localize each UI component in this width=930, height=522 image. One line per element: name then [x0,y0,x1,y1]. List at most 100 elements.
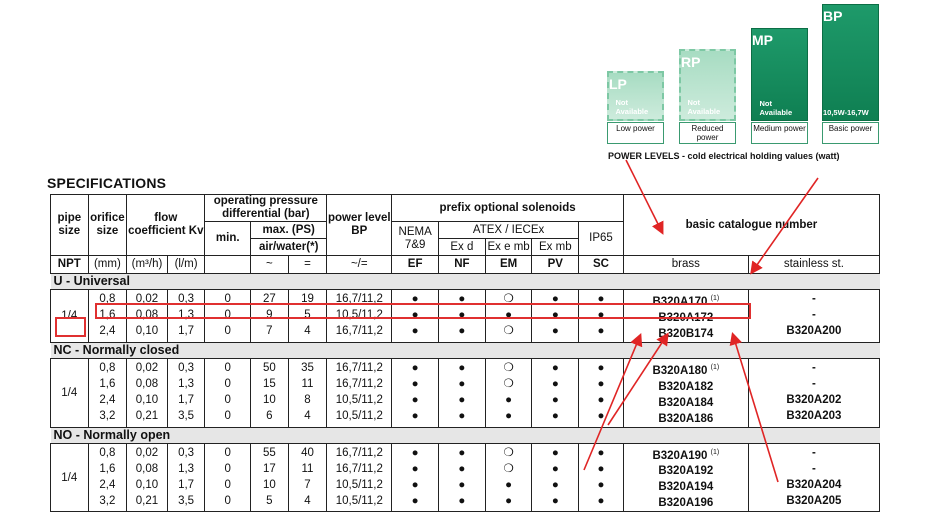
cell-value: 0 [224,462,231,475]
cell-value: 1,6 [99,462,116,475]
cell-value: ● [458,446,466,459]
cell-value: 9 [266,309,273,321]
cell-value: ● [411,325,419,337]
min-pressure-cell: 0 0 0 0 [204,442,252,513]
cell-value: ● [551,446,559,459]
cell-value: 10,5/11,2 [335,478,383,491]
cell-value: 3,2 [99,494,116,507]
section-header: U - Universal [50,273,880,290]
cell-value: 0,8 [99,293,116,305]
header-atex: ATEX / IECEx [438,221,580,239]
catalogue-number: B320A203 [786,409,842,422]
cell-value: ● [597,462,605,475]
cell-value: ● [458,325,466,337]
cell-value: 0,10 [135,478,159,491]
nf-cell: ●●● [438,289,486,343]
cell-value: 10 [262,393,276,406]
header-orifice-size: orifice size [87,194,128,256]
cell-value: 2,4 [99,478,116,491]
cell-value: ● [411,409,419,422]
cell-value: 35 [301,361,314,374]
power-level-label: Reduced power [679,122,736,144]
cell-value: ● [597,325,605,337]
ef-cell: ●●●● [391,442,440,513]
section-title: NC - Normally closed [50,341,880,359]
unit-lm: (l/m) [166,255,206,274]
cell-value: ● [458,309,466,321]
cell-value: ● [411,293,419,305]
power-level-label: Low power [607,122,664,144]
power-level-value: Not Available [687,98,721,116]
pv-cell: ●●●● [531,442,580,513]
em-cell: ❍❍●● [484,357,533,428]
cell-value: ● [551,409,559,422]
cell-value: ● [411,393,419,406]
section-header: NO - Normally open [50,426,880,444]
cell-value: ● [458,462,466,475]
cell-value: ● [597,494,605,507]
footnote-ref: (1) [710,295,720,302]
header-pipe-size: pipe size [50,194,89,256]
header-air-water: air/water(*) [250,238,328,256]
cell-value: 4 [304,409,311,422]
ef-cell: ●●●● [391,357,440,428]
unit-pv: PV [531,255,580,274]
catalogue-number: B320A204 [786,478,842,491]
cell-value: ● [551,393,559,406]
catalogue-code: B320A192 [658,465,714,478]
cell-value: 0 [224,309,231,321]
catalogue-number: B320B174 [624,326,748,342]
catalogue-number: B320A205 [786,494,842,507]
cell-value: 6 [266,409,273,422]
section-title: NO - Normally open [50,426,880,444]
cell-value: ● [551,309,559,321]
cell-value: ● [551,478,559,491]
cell-value: ● [597,309,605,321]
unit-brass: brass [622,255,749,274]
header-catalogue-number: basic catalogue number [622,194,881,256]
cell-value: 0,8 [99,446,116,459]
catalogue-number: B320A190 (1) [624,445,748,464]
cell-value: ● [551,377,559,390]
highlight-pipe-box [55,317,86,337]
cell-value: 0 [224,478,231,491]
cell-value: ● [597,377,605,390]
unit-dc: = [287,255,328,274]
cell-value: 7 [266,325,273,337]
cell-value: ● [411,309,419,321]
cell-value: 4 [304,494,311,507]
cell-value: ● [597,293,605,305]
cell-value: 17 [262,462,276,475]
power-level-label: Basic power [822,122,879,144]
header-exemb: Ex e mb [484,238,533,256]
cell-value: 1,3 [178,377,195,390]
power-level-label: Medium power [751,122,808,144]
power-level-code: MP [752,32,773,48]
power-level-value: 10,5W-16,7W [823,108,869,117]
header-ip65: IP65 [578,221,624,256]
unit-mm: (mm) [87,255,128,274]
catalogue-number: - [811,462,816,475]
cell-value: 16,7/11,2 [335,361,383,374]
nf-cell: ●●●● [438,442,486,513]
cell-value: ● [411,462,419,475]
catalogue-code: B320A182 [658,380,714,393]
sc-cell: ● ● ● [578,289,624,343]
cell-value: 1,6 [99,377,116,390]
cell-value: 19 [301,293,314,305]
pipe-size-cell: 1/4 [50,442,89,513]
catalogue-code: B320A184 [658,396,714,409]
unit-nf: NF [438,255,486,274]
cell-value: 0 [224,494,231,507]
cell-value: 0 [224,446,231,459]
unit-em: EM [484,255,533,274]
